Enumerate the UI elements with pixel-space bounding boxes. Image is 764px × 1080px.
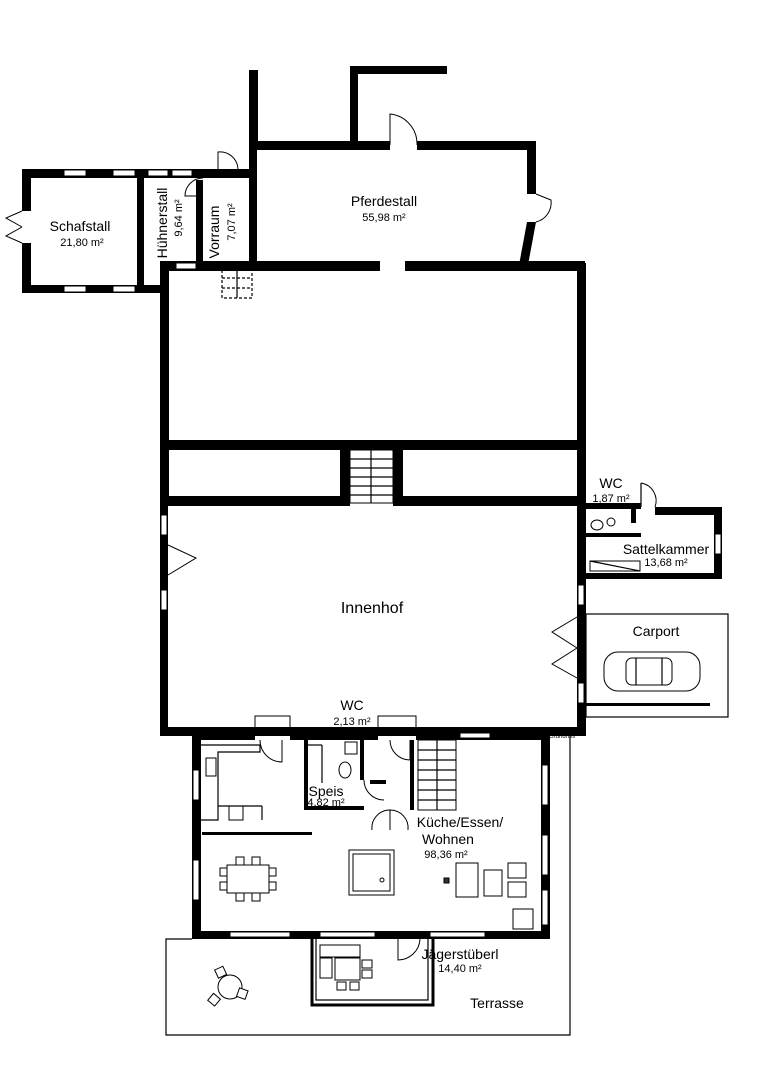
innenhof-windows bbox=[160, 514, 585, 704]
terrasse-outline bbox=[165, 733, 571, 1036]
kueche-area: 98,36 m² bbox=[424, 849, 468, 861]
pferdestall-label: Pferdestall bbox=[351, 193, 417, 209]
sattelkammer-area: 13,68 m² bbox=[644, 557, 688, 569]
living-furniture bbox=[443, 862, 534, 930]
carport-label: Carport bbox=[633, 623, 680, 639]
innenhof-label: Innenhof bbox=[341, 600, 404, 617]
carport-outline bbox=[585, 613, 729, 718]
innenhof-doors bbox=[167, 544, 578, 727]
kueche-label-line2: Wohnen bbox=[422, 831, 474, 847]
jaegerstueberl-furniture bbox=[319, 944, 373, 991]
kitchen-island bbox=[348, 849, 395, 896]
vorraum-label: Vorraum bbox=[206, 206, 222, 259]
wc-lower-label: WC bbox=[340, 697, 363, 713]
speis-toilet-fixtures bbox=[308, 741, 358, 783]
schafstall-area: 21,80 m² bbox=[60, 237, 104, 249]
pferdestall-doors bbox=[389, 113, 552, 223]
interior-stair bbox=[417, 739, 457, 811]
dining-table bbox=[219, 856, 277, 902]
wc-upper-label: WC bbox=[599, 475, 622, 491]
sattelkammer-label: Sattelkammer bbox=[623, 541, 710, 557]
terrasse-label: Terrasse bbox=[470, 995, 524, 1011]
jaegerstueberl-area: 14,40 m² bbox=[438, 963, 482, 975]
jaegerstueberl-walls bbox=[310, 931, 435, 1007]
speis-area: 4,82 m² bbox=[307, 797, 345, 809]
innenhof-walls bbox=[160, 503, 586, 736]
pferdestall-walls bbox=[160, 66, 585, 271]
schafstall-label: Schafstall bbox=[50, 218, 111, 234]
central-stair bbox=[349, 449, 394, 504]
kueche-label-line1: Küche/Essen/ bbox=[417, 814, 503, 830]
terrace-table bbox=[207, 965, 249, 1007]
house-windows bbox=[192, 732, 549, 938]
huehnerstall-label: Hühnerstall bbox=[154, 188, 170, 259]
barn-walls bbox=[160, 263, 586, 506]
jaegerstueberl-label: Jägerstüberl bbox=[421, 946, 498, 962]
vorraum-area: 7,07 m² bbox=[226, 203, 238, 241]
car-icon bbox=[603, 651, 701, 692]
small-stalls-doors bbox=[4, 151, 239, 244]
pferdestall-area: 55,98 m² bbox=[362, 212, 406, 224]
house-doors bbox=[259, 739, 421, 961]
wc-upper-area: 1,87 m² bbox=[592, 493, 630, 505]
kitchen-counter bbox=[201, 744, 263, 821]
stair-steps-small bbox=[221, 267, 253, 299]
sattelkammer-fixtures bbox=[589, 482, 722, 572]
mcgrundriss-watermark: McGrundriss bbox=[541, 734, 575, 740]
speis-label: Speis bbox=[308, 783, 343, 799]
wc-lower-area: 2,13 m² bbox=[333, 716, 371, 728]
huehnerstall-area: 9,64 m² bbox=[173, 199, 185, 237]
house-walls bbox=[192, 733, 550, 939]
small-stalls-windows bbox=[63, 169, 197, 293]
